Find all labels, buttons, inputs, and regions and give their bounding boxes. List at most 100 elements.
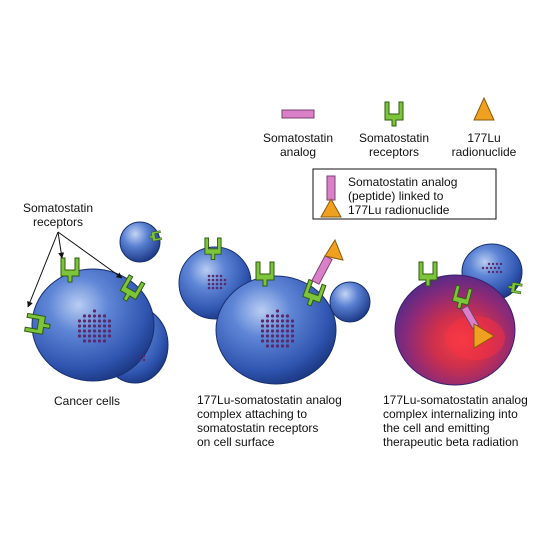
nucleus-dot: [275, 339, 280, 343]
caption-panel3-line1: 177Lu-somatostatin analog: [383, 393, 528, 407]
caption-panel3-line2: complex internalizing into: [383, 407, 518, 421]
nucleus-dot: [97, 314, 102, 318]
nucleus-dot: [211, 278, 215, 282]
nucleus-dot: [87, 329, 92, 333]
nucleus-dot: [487, 262, 491, 266]
nucleus-dot: [92, 314, 97, 318]
nucleus-dot: [265, 324, 270, 328]
nucleus-dot: [265, 339, 270, 343]
svg-text:Cancer cells: Cancer cells: [54, 394, 120, 408]
panel-attaching: 177Lu-somatostatin analog complex attach…: [178, 237, 371, 449]
nucleus-dot: [275, 314, 280, 318]
cell-small-right: [329, 281, 371, 323]
legend-receptors-line2: receptors: [369, 145, 419, 159]
nucleus-dot: [92, 309, 97, 313]
svg-text:Somatostatin analog: Somatostatin analog: [348, 175, 457, 189]
svg-text:receptors: receptors: [33, 215, 83, 229]
nucleus-dot: [223, 278, 227, 282]
nucleus-dot: [495, 270, 499, 274]
nucleus-dot: [107, 334, 112, 338]
nucleus-dot: [270, 319, 275, 323]
nucleus-dot: [82, 319, 87, 323]
svg-text:177Lu-somatostatin analog: 177Lu-somatostatin analog: [383, 393, 528, 407]
nucleus-dot: [265, 344, 270, 348]
small-cell: [119, 221, 161, 263]
svg-text:analog: analog: [280, 145, 316, 159]
nucleus-dot: [275, 309, 280, 313]
nucleus-dot: [493, 266, 497, 270]
nucleus-dot: [215, 282, 219, 286]
nucleus-dot: [270, 334, 275, 338]
nucleus-dot: [285, 324, 290, 328]
nucleus-dot: [285, 339, 290, 343]
nucleus-dot: [265, 319, 270, 323]
nucleus-dot: [107, 324, 112, 328]
svg-text:somatostatin receptors: somatostatin receptors: [197, 421, 318, 435]
nucleus-dot: [77, 329, 82, 333]
receptor-legend-icon: [384, 101, 404, 127]
nucleus-dot: [280, 329, 285, 333]
analog-legend-icon: [281, 109, 315, 119]
nucleus: [207, 274, 227, 290]
nucleus-dot: [92, 329, 97, 333]
nucleus-dot: [260, 324, 265, 328]
svg-text:receptors: receptors: [369, 145, 419, 159]
nucleus-dot: [215, 278, 219, 282]
nucleus-dot: [107, 329, 112, 333]
callout-arrow: [57, 231, 65, 259]
nucleus-dot: [77, 324, 82, 328]
complex-legend-analog-icon: [326, 175, 336, 201]
nucleus-dot: [270, 314, 275, 318]
nucleus-dot: [82, 324, 87, 328]
nucleus-dot: [97, 339, 102, 343]
nucleus-dot: [489, 266, 493, 270]
nucleus-dot: [107, 319, 112, 323]
nucleus-dot: [82, 339, 87, 343]
nucleus-dot: [102, 339, 107, 343]
nucleus-dot: [87, 324, 92, 328]
nucleus-dot: [219, 282, 223, 286]
nucleus-dot: [77, 319, 82, 323]
nucleus-dot: [260, 339, 265, 343]
nucleus-dot: [487, 270, 491, 274]
nucleus-dot: [275, 324, 280, 328]
svg-text:177Lu: 177Lu: [467, 131, 500, 145]
legend-analog-line2: analog: [280, 145, 316, 159]
caption-panel2-line3: somatostatin receptors: [197, 421, 318, 435]
caption-panel1: Cancer cells: [54, 394, 120, 408]
nucleus-dot: [87, 319, 92, 323]
nucleus-dot: [223, 282, 227, 286]
nucleus-dot: [102, 334, 107, 338]
nucleus-dot: [97, 324, 102, 328]
nucleus-dot: [290, 339, 295, 343]
nucleus-dot: [260, 334, 265, 338]
caption-panel3-line4: therapeutic beta radiation: [383, 435, 518, 449]
nucleus-dot: [499, 270, 503, 274]
cell-main: [215, 275, 337, 385]
nucleus-dot: [280, 324, 285, 328]
legend-complex-line2: (peptide) linked to: [348, 189, 444, 203]
svg-text:the cell and emitting: the cell and emitting: [383, 421, 490, 435]
nucleus-dot: [290, 319, 295, 323]
nucleus-dot: [211, 286, 215, 290]
legend-complex-line1: Somatostatin analog: [348, 175, 457, 189]
nucleus-dot: [142, 358, 146, 362]
nucleus-dot: [285, 314, 290, 318]
callout-receptors-line2: receptors: [33, 215, 83, 229]
nucleus-dot: [102, 324, 107, 328]
nucleus-dot: [285, 334, 290, 338]
nucleus-dot: [211, 274, 215, 278]
panel-internalizing: 177Lu-somatostatin analog complex intern…: [383, 243, 528, 449]
complex-legend-lu-icon: [320, 197, 342, 218]
nucleus-dot: [491, 270, 495, 274]
legend: Somatostatin analog Somatostatin recepto…: [263, 96, 517, 220]
nucleus-dot: [260, 319, 265, 323]
nucleus-dot: [92, 324, 97, 328]
panel-cancer-cells: Somatostatin receptors Cancer cells: [23, 201, 169, 408]
svg-text:Somatostatin: Somatostatin: [23, 201, 93, 215]
nucleus-dot: [82, 334, 87, 338]
nucleus-dot: [207, 282, 211, 286]
legend-lu-line1: 177Lu: [467, 131, 500, 145]
